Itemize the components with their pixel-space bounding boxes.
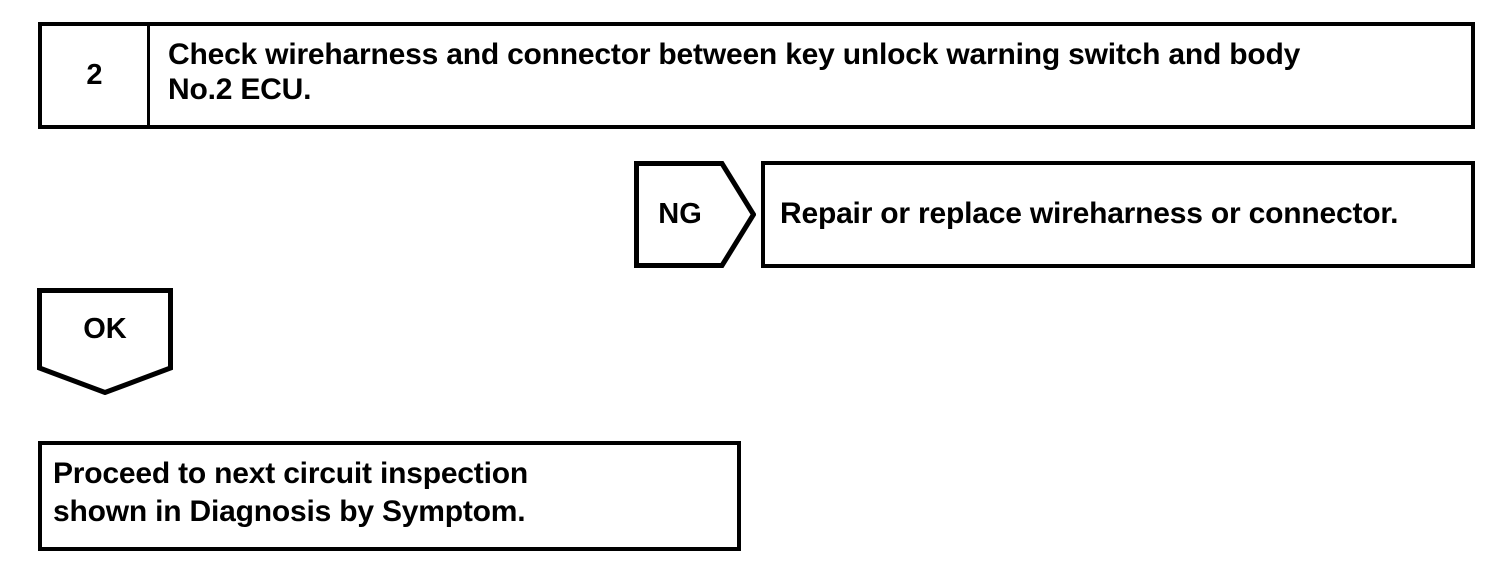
step-instruction-text: Check wireharness and connector between … [168,38,1301,107]
ok-result-box: Proceed to next circuit inspection shown… [38,441,741,551]
ok-result-text: Proceed to next circuit inspection shown… [53,457,528,528]
ng-judgement-pentagon: NG [634,161,756,268]
ng-label: NG [658,198,702,230]
ng-result-text: Repair or replace wireharness or connect… [780,197,1399,231]
pentagon-right-icon [634,161,756,268]
pentagon-down-icon [37,288,173,395]
step-row: 2 Check wireharness and connector betwee… [38,22,1475,129]
step-number-cell: 2 [42,26,150,125]
ok-label: OK [83,312,127,345]
step-instruction-cell: Check wireharness and connector between … [150,26,1471,125]
ok-judgement-pentagon: OK [37,288,173,395]
step-number: 2 [86,59,103,91]
ng-result-box: Repair or replace wireharness or connect… [761,161,1475,268]
